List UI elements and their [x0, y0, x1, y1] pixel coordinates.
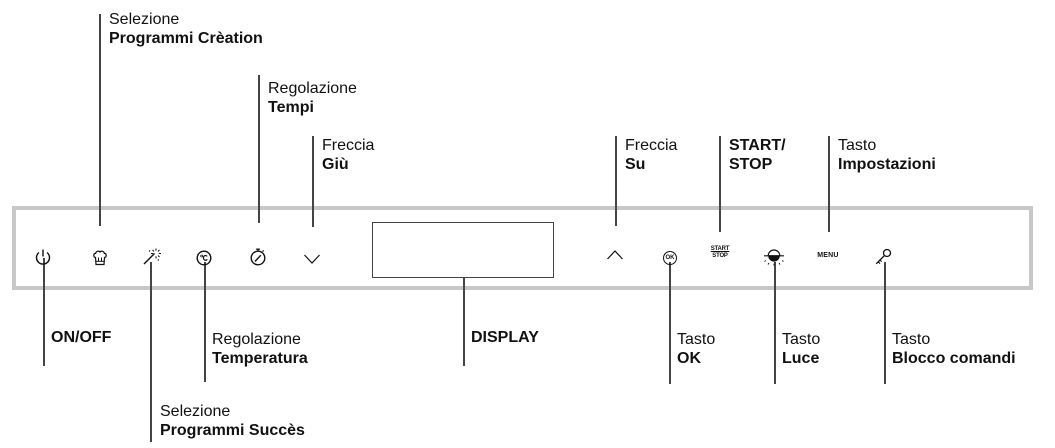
- label-blocco: Tasto Blocco comandi: [892, 330, 1016, 368]
- label-tempi: Regolazione Tempi: [268, 79, 357, 117]
- power-icon[interactable]: [32, 246, 54, 268]
- leader-luce: [774, 262, 776, 384]
- label-title: OK: [677, 350, 701, 367]
- leader-tempi: [258, 75, 260, 223]
- label-title: DISPLAY: [471, 329, 539, 346]
- start-text: START: [710, 246, 730, 252]
- label-title: ON/OFF: [51, 329, 112, 346]
- start-stop-icon[interactable]: START STOP: [709, 246, 731, 260]
- timer-icon[interactable]: [247, 245, 269, 269]
- leader-temperatura: [204, 262, 206, 382]
- label-title: Luce: [782, 350, 820, 367]
- ok-button-text: OK: [665, 255, 675, 261]
- menu-icon[interactable]: MENU: [815, 252, 841, 259]
- label-on-off: ON/OFF: [51, 328, 111, 347]
- label-temperatura: Regolazione Temperatura: [212, 330, 308, 368]
- label-luce: Tasto Luce: [782, 330, 820, 368]
- label-line: Regolazione: [212, 331, 301, 348]
- leader-programmi-succes: [150, 262, 152, 442]
- ok-button-circle: OK: [663, 251, 677, 265]
- leader-start-stop: [719, 136, 721, 232]
- magic-wand-icon[interactable]: [139, 245, 163, 269]
- leader-impostazioni: [828, 136, 830, 232]
- chef-hat-icon[interactable]: [89, 247, 111, 269]
- label-title: Impostazioni: [838, 156, 936, 173]
- label-line: Tasto: [892, 331, 931, 348]
- display-screen: [372, 222, 554, 278]
- label-title: Su: [625, 156, 646, 173]
- label-title: Blocco comandi: [892, 350, 1016, 367]
- ok-icon[interactable]: OK: [659, 248, 681, 268]
- label-title: Temperatura: [212, 350, 308, 367]
- label-start-stop: START/ STOP: [729, 136, 786, 174]
- label-line: Selezione: [109, 11, 180, 28]
- label-title: STOP: [729, 156, 773, 173]
- label-programmi-creation: Selezione Programmi Crèation: [109, 10, 263, 48]
- label-freccia-su: Freccia Su: [625, 136, 677, 174]
- leader-ok: [669, 262, 671, 384]
- label-freccia-giu: Freccia Giù: [322, 136, 374, 174]
- label-line: Tasto: [838, 137, 877, 154]
- label-line: Freccia: [322, 137, 375, 154]
- leader-on-off: [43, 258, 45, 366]
- label-title: Programmi Crèation: [109, 30, 263, 47]
- chevron-up-icon[interactable]: [604, 246, 626, 264]
- leader-freccia-su: [615, 136, 617, 226]
- leader-display: [463, 278, 465, 366]
- label-programmi-succes: Selezione Programmi Succès: [160, 402, 305, 440]
- key-icon[interactable]: [871, 246, 895, 268]
- light-icon[interactable]: [761, 246, 787, 268]
- label-line: Selezione: [160, 403, 231, 420]
- label-line: Regolazione: [268, 80, 357, 97]
- stop-text: STOP: [712, 253, 728, 259]
- label-title: Programmi Succès: [160, 422, 305, 439]
- label-title: Tempi: [268, 99, 314, 116]
- label-impostazioni: Tasto Impostazioni: [838, 136, 936, 174]
- label-line: Tasto: [782, 331, 821, 348]
- leader-freccia-giu: [312, 136, 314, 227]
- label-ok: Tasto OK: [677, 330, 715, 368]
- chevron-down-icon[interactable]: [301, 250, 323, 268]
- menu-button-text: MENU: [817, 252, 839, 259]
- label-display: DISPLAY: [471, 328, 539, 347]
- label-line: Tasto: [677, 331, 716, 348]
- label-title: Giù: [322, 156, 349, 173]
- leader-blocco: [884, 262, 886, 384]
- temperature-icon[interactable]: [193, 247, 215, 269]
- leader-programmi-creation: [99, 14, 101, 226]
- label-line: Freccia: [625, 137, 678, 154]
- label-title: START/: [729, 137, 786, 154]
